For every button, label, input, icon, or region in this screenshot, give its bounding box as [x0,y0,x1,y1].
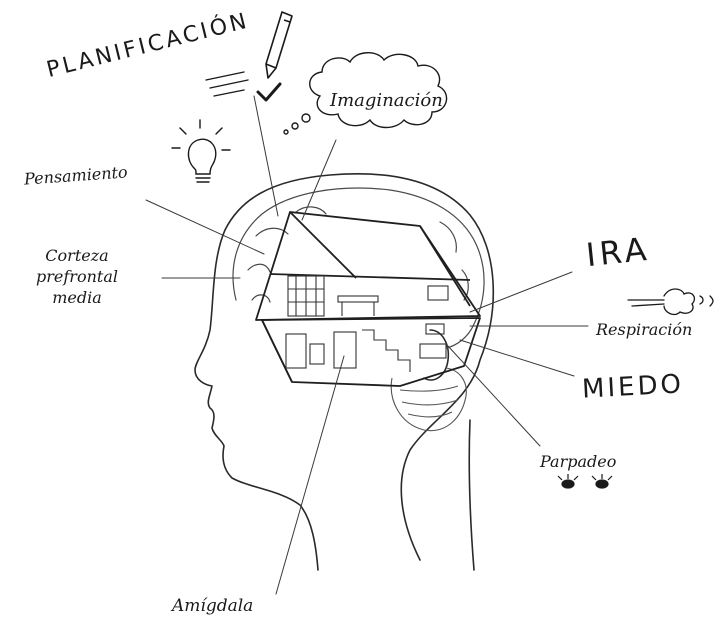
chair [309,343,325,365]
label-amigdala: Amígdala [172,596,254,616]
brain-fold-4 [247,263,271,273]
label-parpadeo: Parpadeo [540,452,617,471]
leader-imaginacion [301,139,337,221]
leader-pensamiento [145,199,265,255]
upper-floor-furniture [287,275,449,317]
brain [232,187,485,349]
head-outline [194,172,495,571]
label-respiracion: Respiración [596,320,693,339]
label-corteza-prefrontal-media: Corteza prefrontal media [32,246,122,308]
brain-fold-1 [255,227,289,237]
head-silhouette [194,172,495,571]
house-cutaway [255,211,481,387]
desk [337,295,379,303]
planning-dash-lines [205,71,249,97]
brain-fold-6 [251,294,271,303]
brain-outline [232,187,485,349]
leader-planificacion [253,95,279,217]
ear-contour [423,329,450,381]
leader-parpadeo [447,345,541,447]
label-imaginacion: Imaginación [330,90,443,111]
staircase [362,329,411,372]
label-miedo: MIEDO [581,369,685,405]
thought-bubble-icon [283,52,448,135]
label-ira: IRA [584,229,653,275]
breath-puff-icon [627,288,714,316]
cerebellum [390,367,467,432]
brain-fold-2 [295,206,327,215]
picture-frame [427,285,449,301]
checkmark-icon [256,82,282,102]
neck-back-line [468,419,475,571]
house-roof [255,211,481,321]
tv [425,323,445,335]
brain-fold-3 [439,221,457,253]
armchair [419,343,447,359]
house-lower-floor [261,317,481,387]
door [333,331,357,369]
label-corteza-line-1: Corteza [45,246,109,265]
label-corteza-line-2: prefrontal [36,266,118,286]
leader-miedo [459,339,575,377]
lower-floor-furniture [285,323,447,372]
lightbulb-icon [171,119,231,183]
label-corteza-line-3: media [52,287,102,307]
pencil-icon [265,11,293,79]
wardrobe [285,333,307,369]
leader-amigdala [275,355,345,595]
leader-ira [469,271,573,313]
blinking-eyes-icon [557,474,613,489]
leader-lines [145,95,589,595]
